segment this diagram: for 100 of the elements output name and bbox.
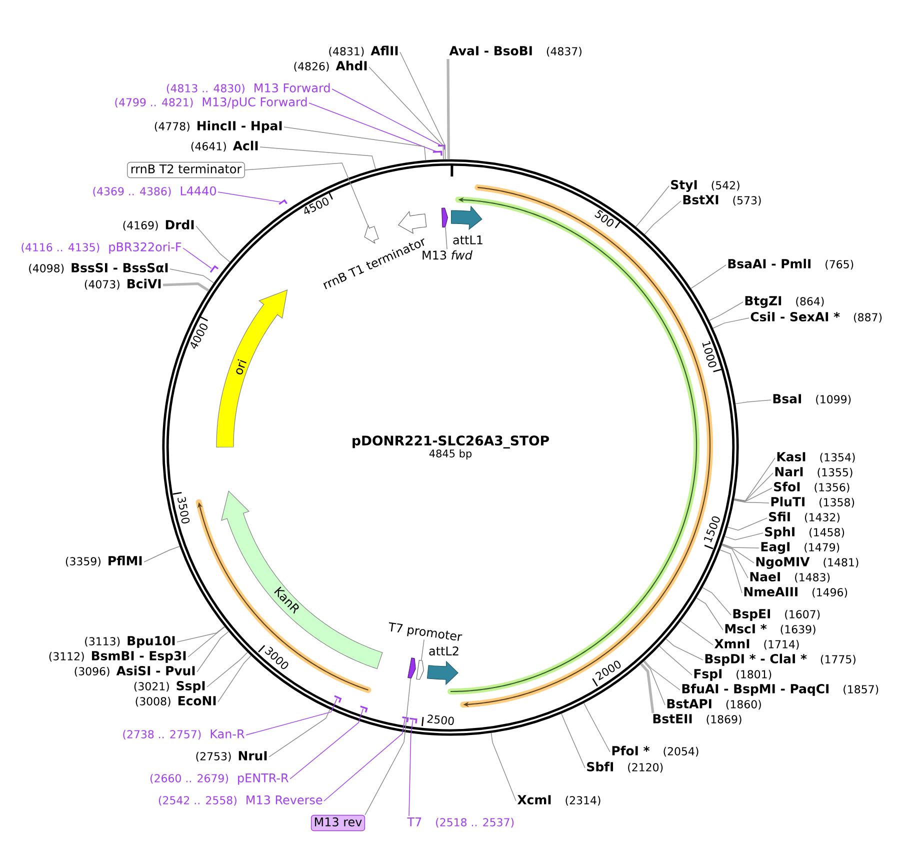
leader-line <box>400 52 446 160</box>
leader-line <box>734 458 776 502</box>
leader-line <box>702 587 732 616</box>
restriction-site-label: NarI (1355) <box>775 467 852 478</box>
restriction-site-label: BspEI (1607) <box>733 609 820 621</box>
leader-line <box>734 500 770 504</box>
restriction-site-label: (4641) AclI <box>191 140 258 152</box>
leader-line <box>720 550 742 594</box>
restriction-site-label: BtgZI (864) <box>745 296 824 308</box>
restriction-site-label: EagI (1479) <box>761 542 840 554</box>
tick-label: 2500 <box>427 714 454 726</box>
leader-line <box>368 66 444 160</box>
primer-mark <box>432 150 442 156</box>
restriction-site-label: BstXI (573) <box>683 195 761 206</box>
restriction-site-label: (4098) BssSI - BssSαI <box>29 263 168 274</box>
restriction-site-label: NaeI (1483) <box>750 572 830 583</box>
restriction-site-label: CsiI - SexAI * (887) <box>750 312 882 323</box>
leader-line <box>724 532 764 540</box>
leader-line <box>640 662 654 714</box>
restriction-site-label: XcmI (2314) <box>517 795 600 806</box>
leader-line <box>643 661 666 706</box>
restriction-site-label: BstEII (1869) <box>653 714 742 725</box>
leader-line <box>636 186 670 228</box>
leader-line <box>290 708 364 780</box>
feature-block: ori <box>216 290 288 448</box>
primer-mark <box>210 265 219 273</box>
primer-label: (4813 .. 4830) M13 Forward <box>166 83 330 94</box>
leader-line <box>561 713 586 768</box>
leader-line <box>727 518 768 531</box>
tick-label: 1500 <box>704 516 720 542</box>
restriction-site-label: MscI * (1639) <box>725 624 816 635</box>
restriction-site-label: BstAPI (1860) <box>667 699 761 710</box>
restriction-site-label: (4073) BciVI <box>84 278 161 290</box>
restriction-site-label: (2753) NruI <box>196 751 267 762</box>
restriction-site-label: SphI (1458) <box>765 526 844 539</box>
feature-label: M13 rev <box>310 814 366 832</box>
leader-line <box>446 58 450 160</box>
restriction-site-label: (4169) DrdI <box>123 220 194 231</box>
tick-label: 500 <box>594 210 614 227</box>
leader-line <box>721 544 748 578</box>
restriction-site-label: (3359) PflMI <box>66 556 142 567</box>
leader-line <box>284 126 426 161</box>
primer-label: (2660 .. 2679) pENTR-R <box>150 774 288 785</box>
primer-label: T7 (2518 .. 2537) <box>407 818 514 828</box>
restriction-site-label: PfoI * (2054) <box>612 746 698 757</box>
leader-line <box>584 702 610 752</box>
primer-mark <box>334 695 342 703</box>
leader-line <box>206 652 248 688</box>
leader-line <box>659 646 692 676</box>
leader-line <box>196 631 229 672</box>
primer-label: (4799 .. 4821) M13/pUC Forward <box>115 97 307 109</box>
leader-line <box>644 200 682 235</box>
tick-label: 1000 <box>702 341 716 368</box>
tick-label: 3500 <box>178 496 190 524</box>
leader-line <box>218 192 281 202</box>
leader-line <box>162 282 210 292</box>
restriction-site-label: KasI (1354) <box>777 452 855 463</box>
leader-line <box>244 162 368 226</box>
leader-line <box>218 655 252 702</box>
primer-label: (4369 .. 4386) L4440 <box>93 186 216 197</box>
primer-label: (2738 .. 2757) Kan-R <box>123 730 244 740</box>
restriction-site-label: BsaAI - PmlI (765) <box>728 258 854 270</box>
primer-mark <box>278 199 288 205</box>
restriction-site-label: (4831) AflII <box>329 46 398 57</box>
primer-mark <box>438 144 446 150</box>
feature-label: attL2 <box>429 646 458 656</box>
restriction-site-label: SfoI (1356) <box>774 482 850 493</box>
leader-line <box>680 620 714 646</box>
leader-line <box>268 709 330 758</box>
leader-line <box>708 302 744 321</box>
leader-line <box>690 264 726 289</box>
feature-label: rrnB T2 terminator <box>127 162 245 178</box>
restriction-site-label: (3096) AsiSI - PvuI <box>74 666 195 677</box>
restriction-site-label: BfuAI - BspMI - PaqCI (1857) <box>682 684 878 696</box>
restriction-site-label: PluTI (1358) <box>771 496 854 508</box>
leader-line <box>332 88 441 146</box>
leader-line <box>144 546 180 562</box>
primer-mark <box>360 706 368 713</box>
restriction-site-label: XmnI (1714) <box>714 639 799 650</box>
restriction-site-label: FspI (1801) <box>694 669 772 681</box>
leader-line <box>735 400 772 404</box>
feature-block <box>442 208 448 228</box>
restriction-site-label: (4778) HincII - HpaI <box>154 120 282 133</box>
leader-line <box>445 226 448 250</box>
feature-label: M13 fwd <box>422 250 472 260</box>
restriction-site-label: StyI (542) <box>671 180 740 192</box>
primer-label: (4116 .. 4135) pBR322ori-F <box>22 242 182 254</box>
leader-line <box>260 146 376 170</box>
leader-line <box>196 226 230 262</box>
leader-line <box>421 639 424 660</box>
leader-line <box>408 720 414 816</box>
leader-line <box>188 626 226 658</box>
leader-line <box>182 248 212 269</box>
leader-line <box>734 488 772 502</box>
leader-line <box>308 102 436 152</box>
leader-line <box>324 718 406 802</box>
leader-line <box>712 318 750 329</box>
leader-line <box>364 678 411 816</box>
restriction-site-label: BspDI * - ClaI * (1775) <box>705 654 856 666</box>
feature-block <box>408 658 416 679</box>
